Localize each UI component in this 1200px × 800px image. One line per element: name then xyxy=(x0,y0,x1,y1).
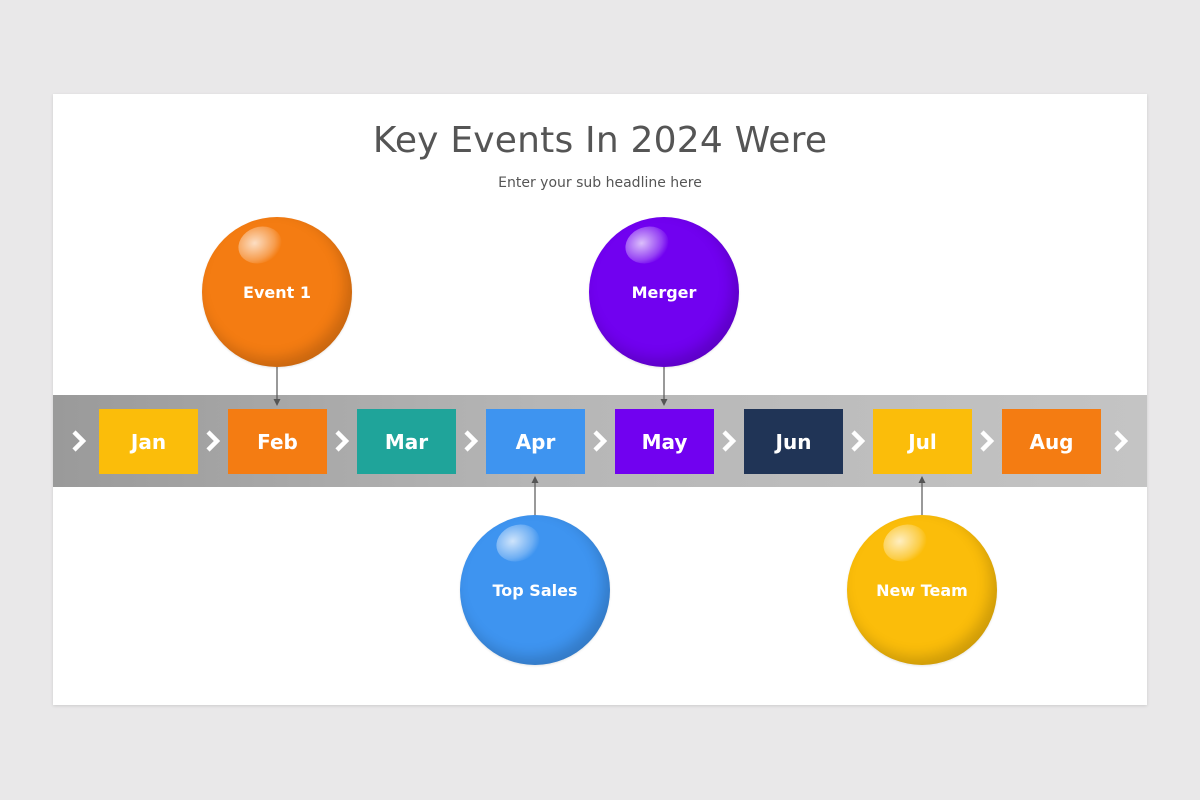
chevron-right-icon xyxy=(69,429,89,453)
connector-arrow-up xyxy=(916,475,928,515)
chevron-right-icon xyxy=(461,429,481,453)
event-label: Merger xyxy=(631,282,697,302)
month-box-jul: Jul xyxy=(873,409,972,474)
page-title: Key Events In 2024 Were xyxy=(372,120,828,161)
chevron-right-icon xyxy=(590,429,610,453)
month-box-jun: Jun xyxy=(744,409,843,474)
gloss-highlight xyxy=(878,518,932,568)
event-bubble-new-team: New Team xyxy=(847,515,997,665)
chevron-right-icon xyxy=(848,429,868,453)
chevron-right-icon xyxy=(203,429,223,453)
page-subtitle: Enter your sub headline here xyxy=(498,175,702,191)
gloss-highlight xyxy=(620,220,674,270)
month-box-feb: Feb xyxy=(228,409,327,474)
event-bubble-merger: Merger xyxy=(589,217,739,367)
gloss-highlight xyxy=(491,518,545,568)
month-box-jan: Jan xyxy=(99,409,198,474)
month-box-may: May xyxy=(615,409,714,474)
chevron-right-icon xyxy=(977,429,997,453)
event-label: Top Sales xyxy=(492,580,578,600)
event-bubble-event-1: Event 1 xyxy=(202,217,352,367)
event-bubble-top-sales: Top Sales xyxy=(460,515,610,665)
month-box-mar: Mar xyxy=(357,409,456,474)
slide: Key Events In 2024 Were Enter your sub h… xyxy=(53,94,1147,705)
connector-arrow-down xyxy=(658,367,670,407)
chevron-right-icon xyxy=(332,429,352,453)
month-box-apr: Apr xyxy=(486,409,585,474)
event-label: New Team xyxy=(876,580,968,600)
gloss-highlight xyxy=(233,220,287,270)
chevron-right-icon xyxy=(719,429,739,453)
event-label: Event 1 xyxy=(243,282,311,302)
month-box-aug: Aug xyxy=(1002,409,1101,474)
connector-arrow-down xyxy=(271,367,283,407)
chevron-right-icon xyxy=(1111,429,1131,453)
timeline-band: Jan Feb Mar Apr May Jun Jul Aug xyxy=(53,395,1147,487)
connector-arrow-up xyxy=(529,475,541,515)
